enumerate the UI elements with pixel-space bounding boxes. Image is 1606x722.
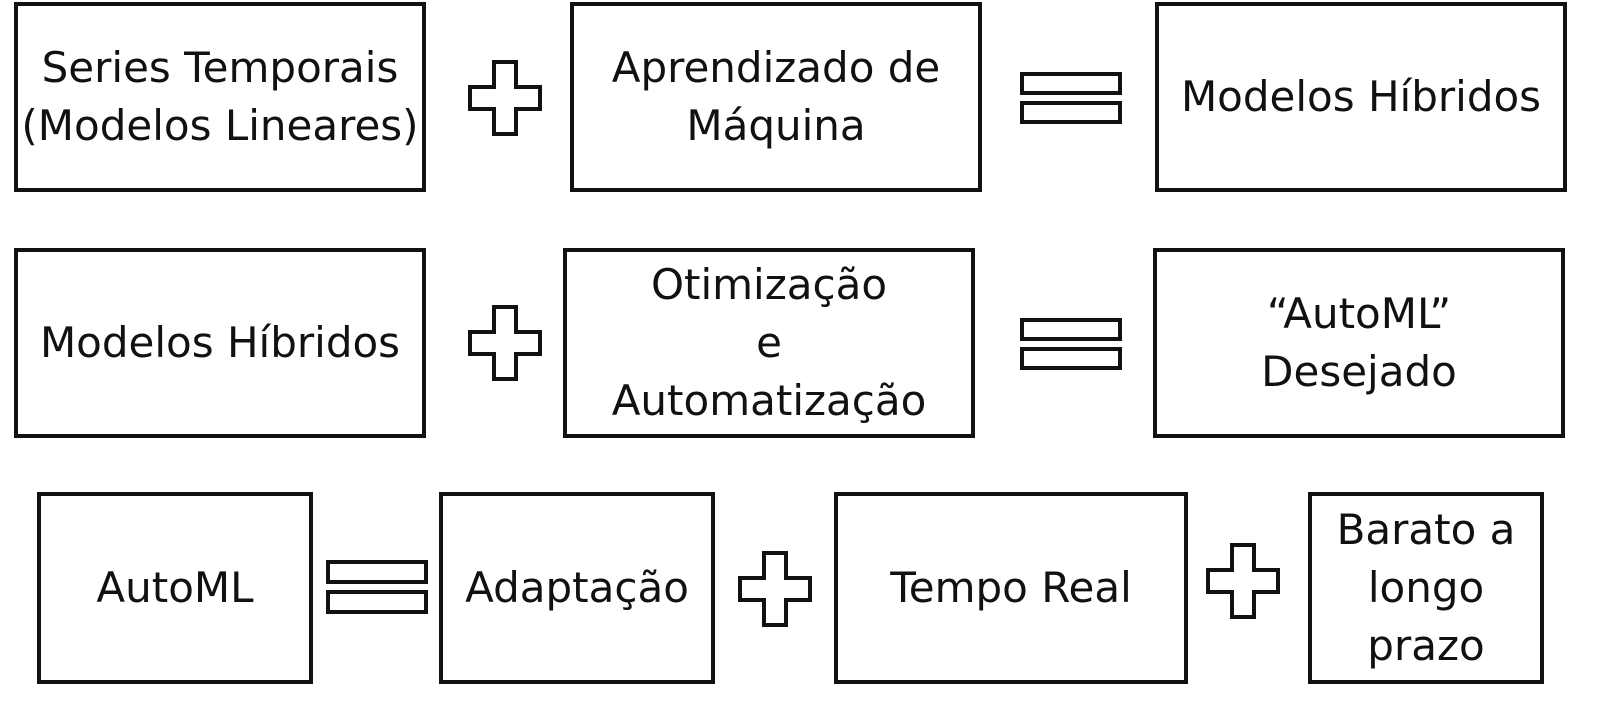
box-text-line: Otimização <box>650 260 888 309</box>
box-text-line: longo <box>1367 563 1485 612</box>
box-text-line: Automatização <box>611 376 927 425</box>
box-text-line: Tempo Real <box>890 563 1132 612</box>
box-real-time: Tempo Real <box>834 492 1188 684</box>
box-text-line: AutoML <box>96 563 254 612</box>
box-text-line: Adaptação <box>465 563 689 612</box>
plus-icon <box>1206 543 1280 619</box>
box-automl: AutoML <box>37 492 313 684</box>
box-optimization-automation: Otimização e Automatização <box>563 248 975 438</box>
box-text-line: Desejado <box>1261 347 1457 396</box>
plus-icon <box>468 305 542 381</box>
box-hybrid-models: Modelos Híbridos <box>14 248 426 438</box>
box-text-line: Series Temporais <box>41 43 399 92</box>
plus-icon <box>738 551 812 627</box>
box-text-line: Aprendizado de <box>611 43 941 92</box>
box-text-line: (Modelos Lineares) <box>21 101 419 150</box>
box-text-line: Máquina <box>686 101 866 150</box>
box-text-line: Modelos Híbridos <box>39 318 401 367</box>
equals-icon <box>1020 72 1122 124</box>
box-text-line: Modelos Híbridos <box>1180 72 1542 121</box>
box-cheap-long-term: Barato a longo prazo <box>1308 492 1544 684</box>
box-automl-desired: “AutoML” Desejado <box>1153 248 1565 438</box>
equals-icon <box>326 560 428 614</box>
box-adaptation: Adaptação <box>439 492 715 684</box>
box-text-line: Barato a <box>1336 505 1516 554</box>
box-time-series: Series Temporais (Modelos Lineares) <box>14 2 426 192</box>
equals-icon <box>1020 318 1122 370</box>
box-machine-learning: Aprendizado de Máquina <box>570 2 982 192</box>
plus-icon <box>468 60 542 136</box>
box-text-line: prazo <box>1367 621 1485 670</box>
box-text-line: e <box>756 318 782 367</box>
box-hybrid-models-result: Modelos Híbridos <box>1155 2 1567 192</box>
box-text-line: “AutoML” <box>1266 289 1452 338</box>
